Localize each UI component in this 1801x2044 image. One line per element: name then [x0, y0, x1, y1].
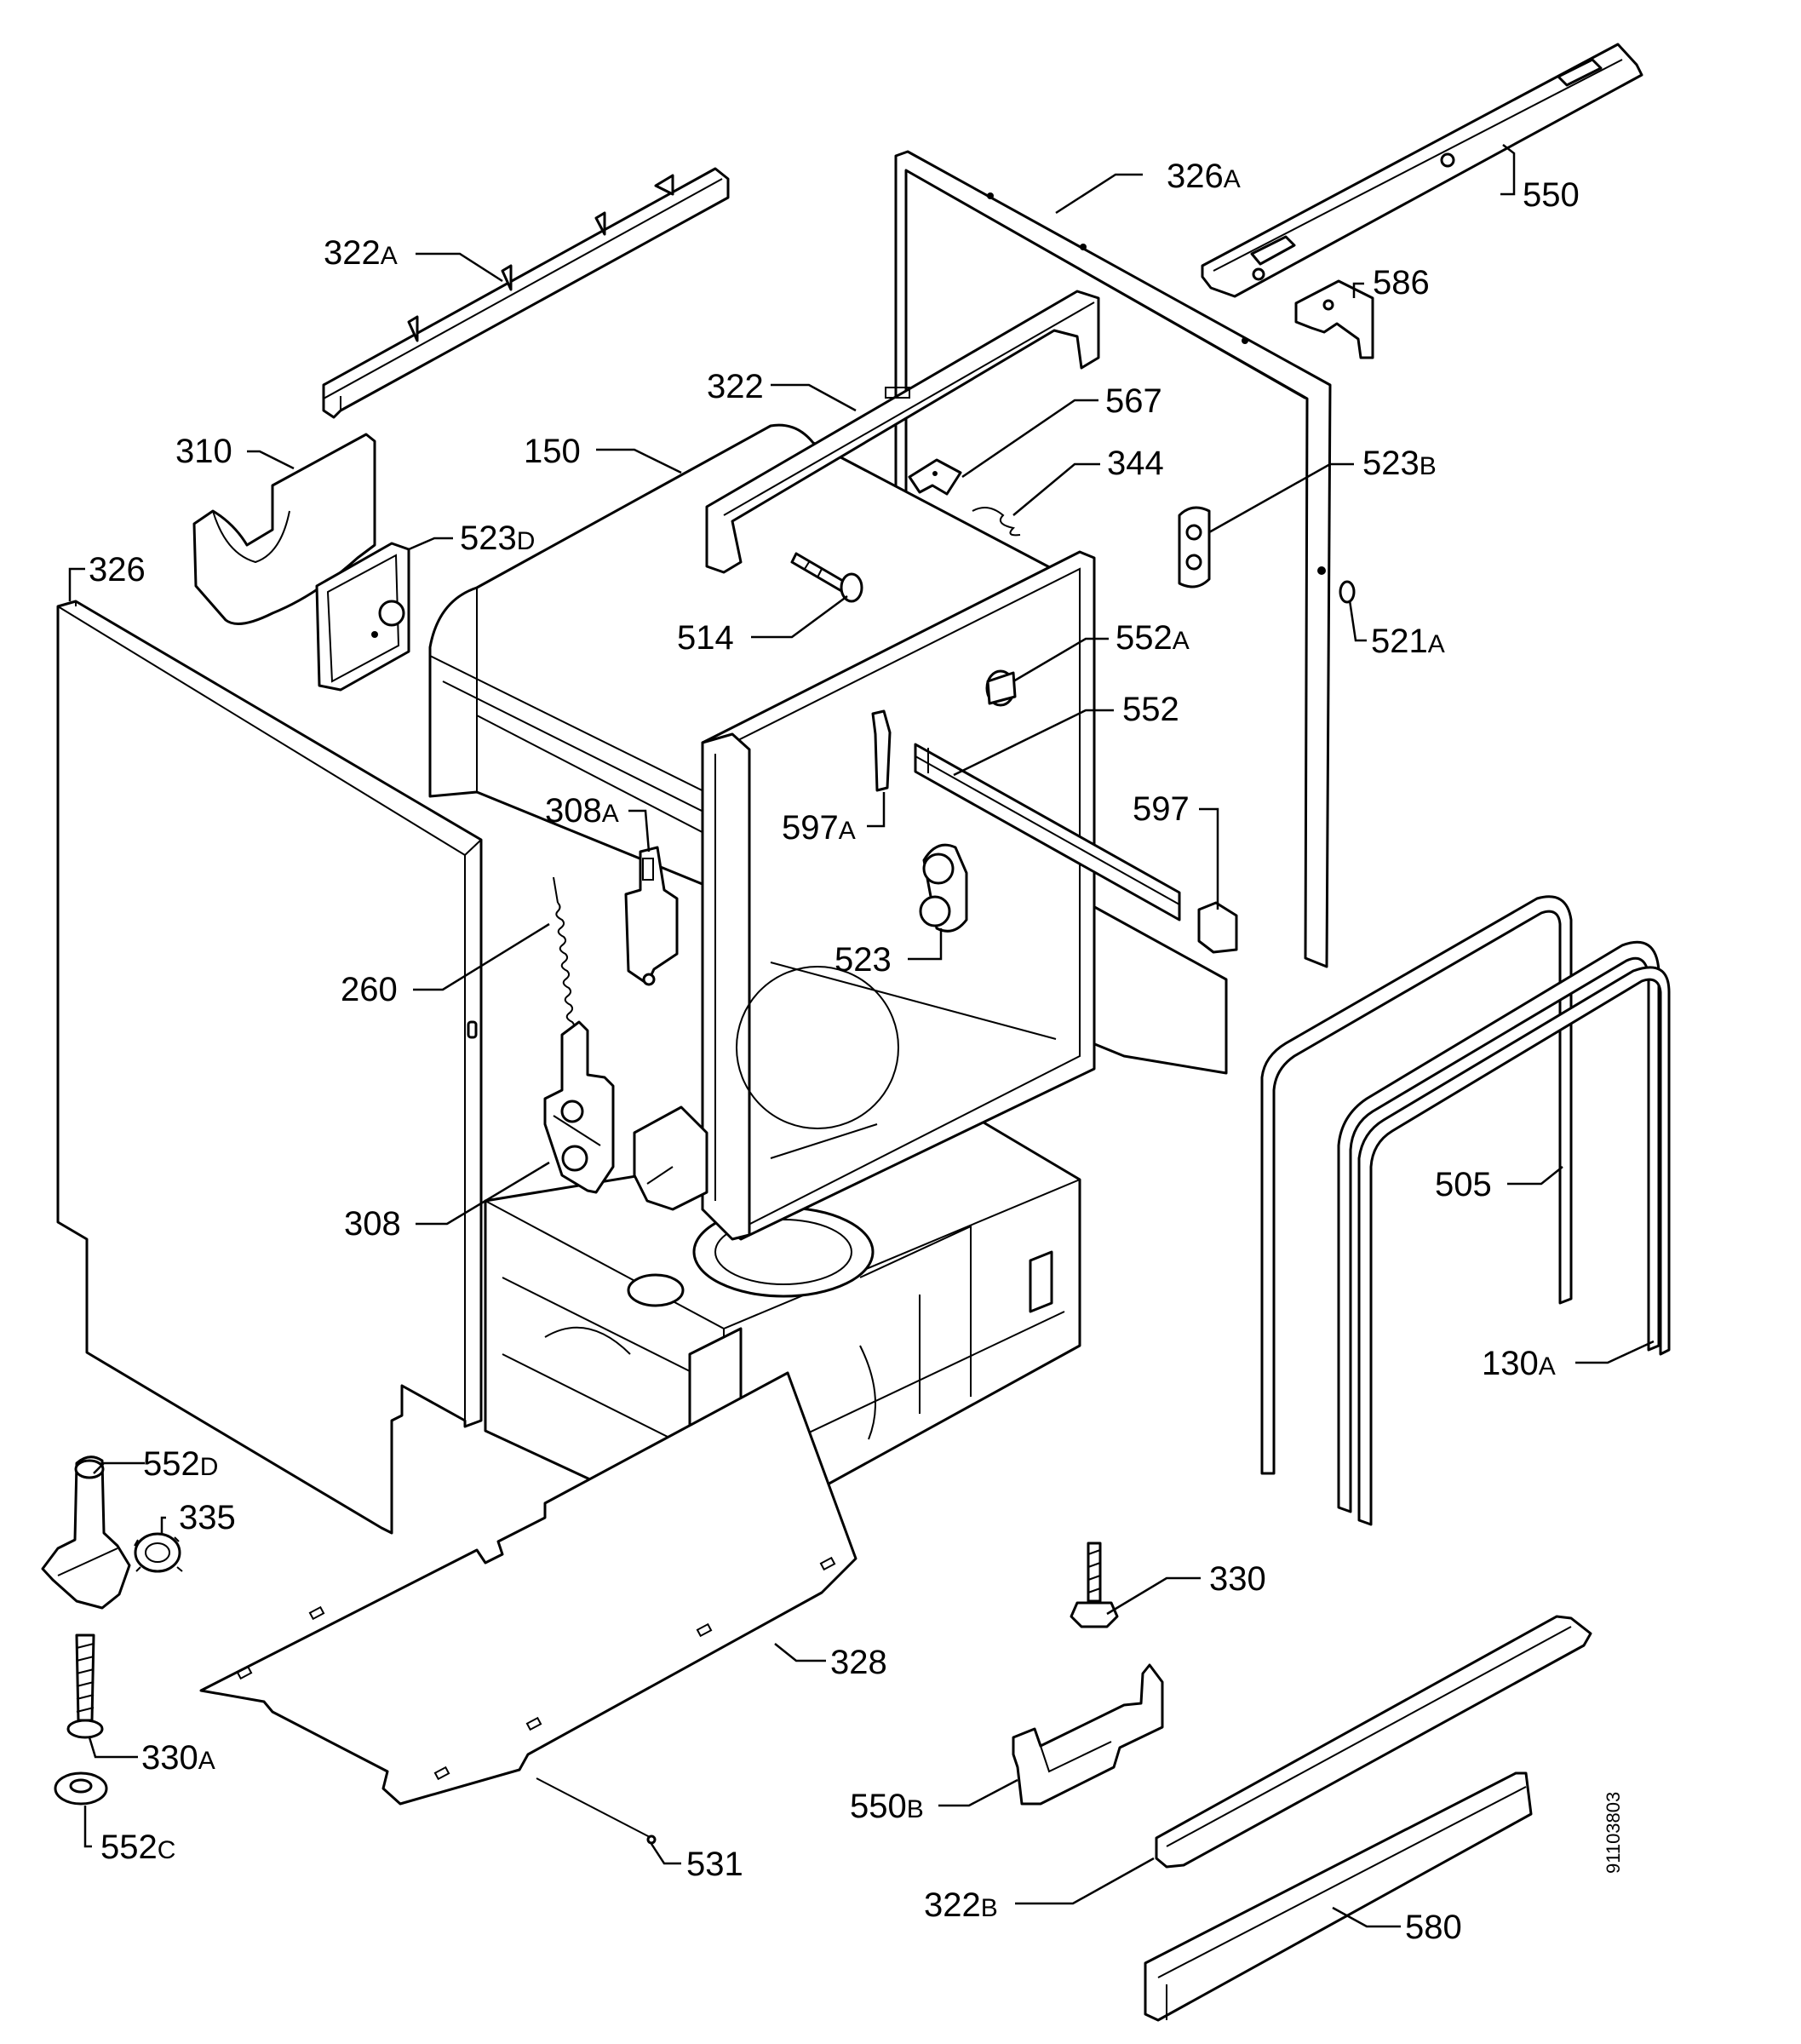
label-328: 328	[830, 1644, 887, 1681]
label-326: 326	[89, 551, 146, 589]
gasket-130a	[1337, 940, 1671, 1526]
hook-597a	[871, 709, 892, 792]
clip-597	[1197, 901, 1238, 954]
label-567: 567	[1105, 382, 1162, 420]
side-panel-326	[56, 600, 483, 1535]
rail-322a	[322, 167, 730, 419]
label-310: 310	[175, 433, 232, 470]
strip-550	[1201, 43, 1643, 298]
label-344: 344	[1107, 445, 1164, 482]
knob-552a	[985, 669, 1017, 707]
label-150: 150	[524, 433, 581, 470]
rail-322	[705, 290, 1100, 574]
label-531: 531	[686, 1846, 743, 1883]
label-597: 597	[1133, 790, 1190, 828]
label-521a: 521A	[1371, 623, 1445, 660]
pin-514	[790, 552, 863, 603]
rod-531	[536, 1777, 657, 1845]
document-number: 91103803	[1603, 1792, 1624, 1874]
plate-523d	[315, 542, 410, 692]
label-552c: 552C	[100, 1829, 175, 1866]
grommet-523b	[1178, 506, 1211, 589]
callout-labels: 322A 326A 550 586 322 567 310 150 344 52…	[89, 158, 1624, 1946]
spring-344	[972, 507, 1021, 537]
screw-330	[1070, 1542, 1119, 1628]
label-130a: 130A	[1482, 1345, 1556, 1382]
label-322: 322	[707, 368, 764, 405]
label-580: 580	[1405, 1909, 1462, 1946]
label-322b: 322B	[924, 1886, 998, 1924]
clip-586	[1294, 279, 1374, 359]
label-260: 260	[341, 971, 398, 1008]
seal-521a	[1339, 580, 1356, 604]
label-330a: 330A	[141, 1739, 215, 1777]
label-550b: 550B	[850, 1788, 924, 1825]
label-586: 586	[1373, 264, 1430, 301]
label-505: 505	[1435, 1166, 1492, 1203]
leader-lines	[68, 144, 1655, 1928]
clip-567	[908, 458, 962, 496]
gasket-505	[1260, 895, 1573, 1475]
label-330: 330	[1209, 1560, 1266, 1598]
bracket-308a	[624, 846, 679, 986]
foot-552d	[41, 1455, 131, 1610]
part-drawings	[41, 43, 1671, 2022]
gear-335	[134, 1532, 183, 1573]
grommet-523	[919, 843, 968, 933]
plate-328	[199, 1371, 857, 1806]
hinge-308	[543, 1020, 615, 1194]
label-514: 514	[677, 619, 734, 657]
label-552d: 552D	[143, 1445, 218, 1483]
label-550: 550	[1523, 176, 1580, 214]
kickplate-580	[1144, 1771, 1533, 2022]
label-523d: 523D	[460, 520, 535, 557]
label-308a: 308A	[545, 792, 619, 830]
label-322a: 322A	[324, 234, 398, 272]
label-597a: 597A	[782, 809, 856, 847]
label-308: 308	[344, 1205, 401, 1243]
screw-330a	[66, 1633, 104, 1739]
label-552a: 552A	[1116, 619, 1190, 657]
label-523: 523	[835, 941, 892, 979]
door-frame	[633, 550, 1096, 1241]
label-335: 335	[179, 1499, 236, 1536]
label-326a: 326A	[1167, 158, 1241, 195]
bracket-550b	[1012, 1663, 1164, 1806]
rail-552	[914, 743, 1181, 922]
label-523b: 523B	[1362, 445, 1437, 482]
rail-322b	[1155, 1615, 1592, 1869]
label-552: 552	[1122, 691, 1179, 728]
cap-552c	[54, 1771, 108, 1806]
